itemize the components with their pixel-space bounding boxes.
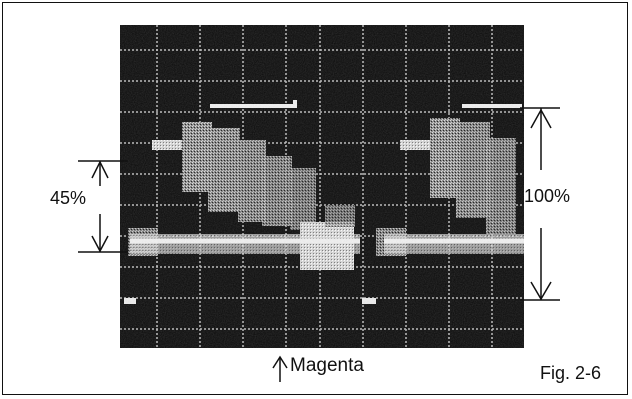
figure-caption: Fig. 2-6	[540, 363, 601, 384]
magenta-pointer-arrow	[273, 357, 287, 382]
label-45-percent: 45%	[50, 188, 86, 209]
label-magenta: Magenta	[290, 355, 364, 377]
label-100-percent: 100%	[524, 186, 570, 207]
